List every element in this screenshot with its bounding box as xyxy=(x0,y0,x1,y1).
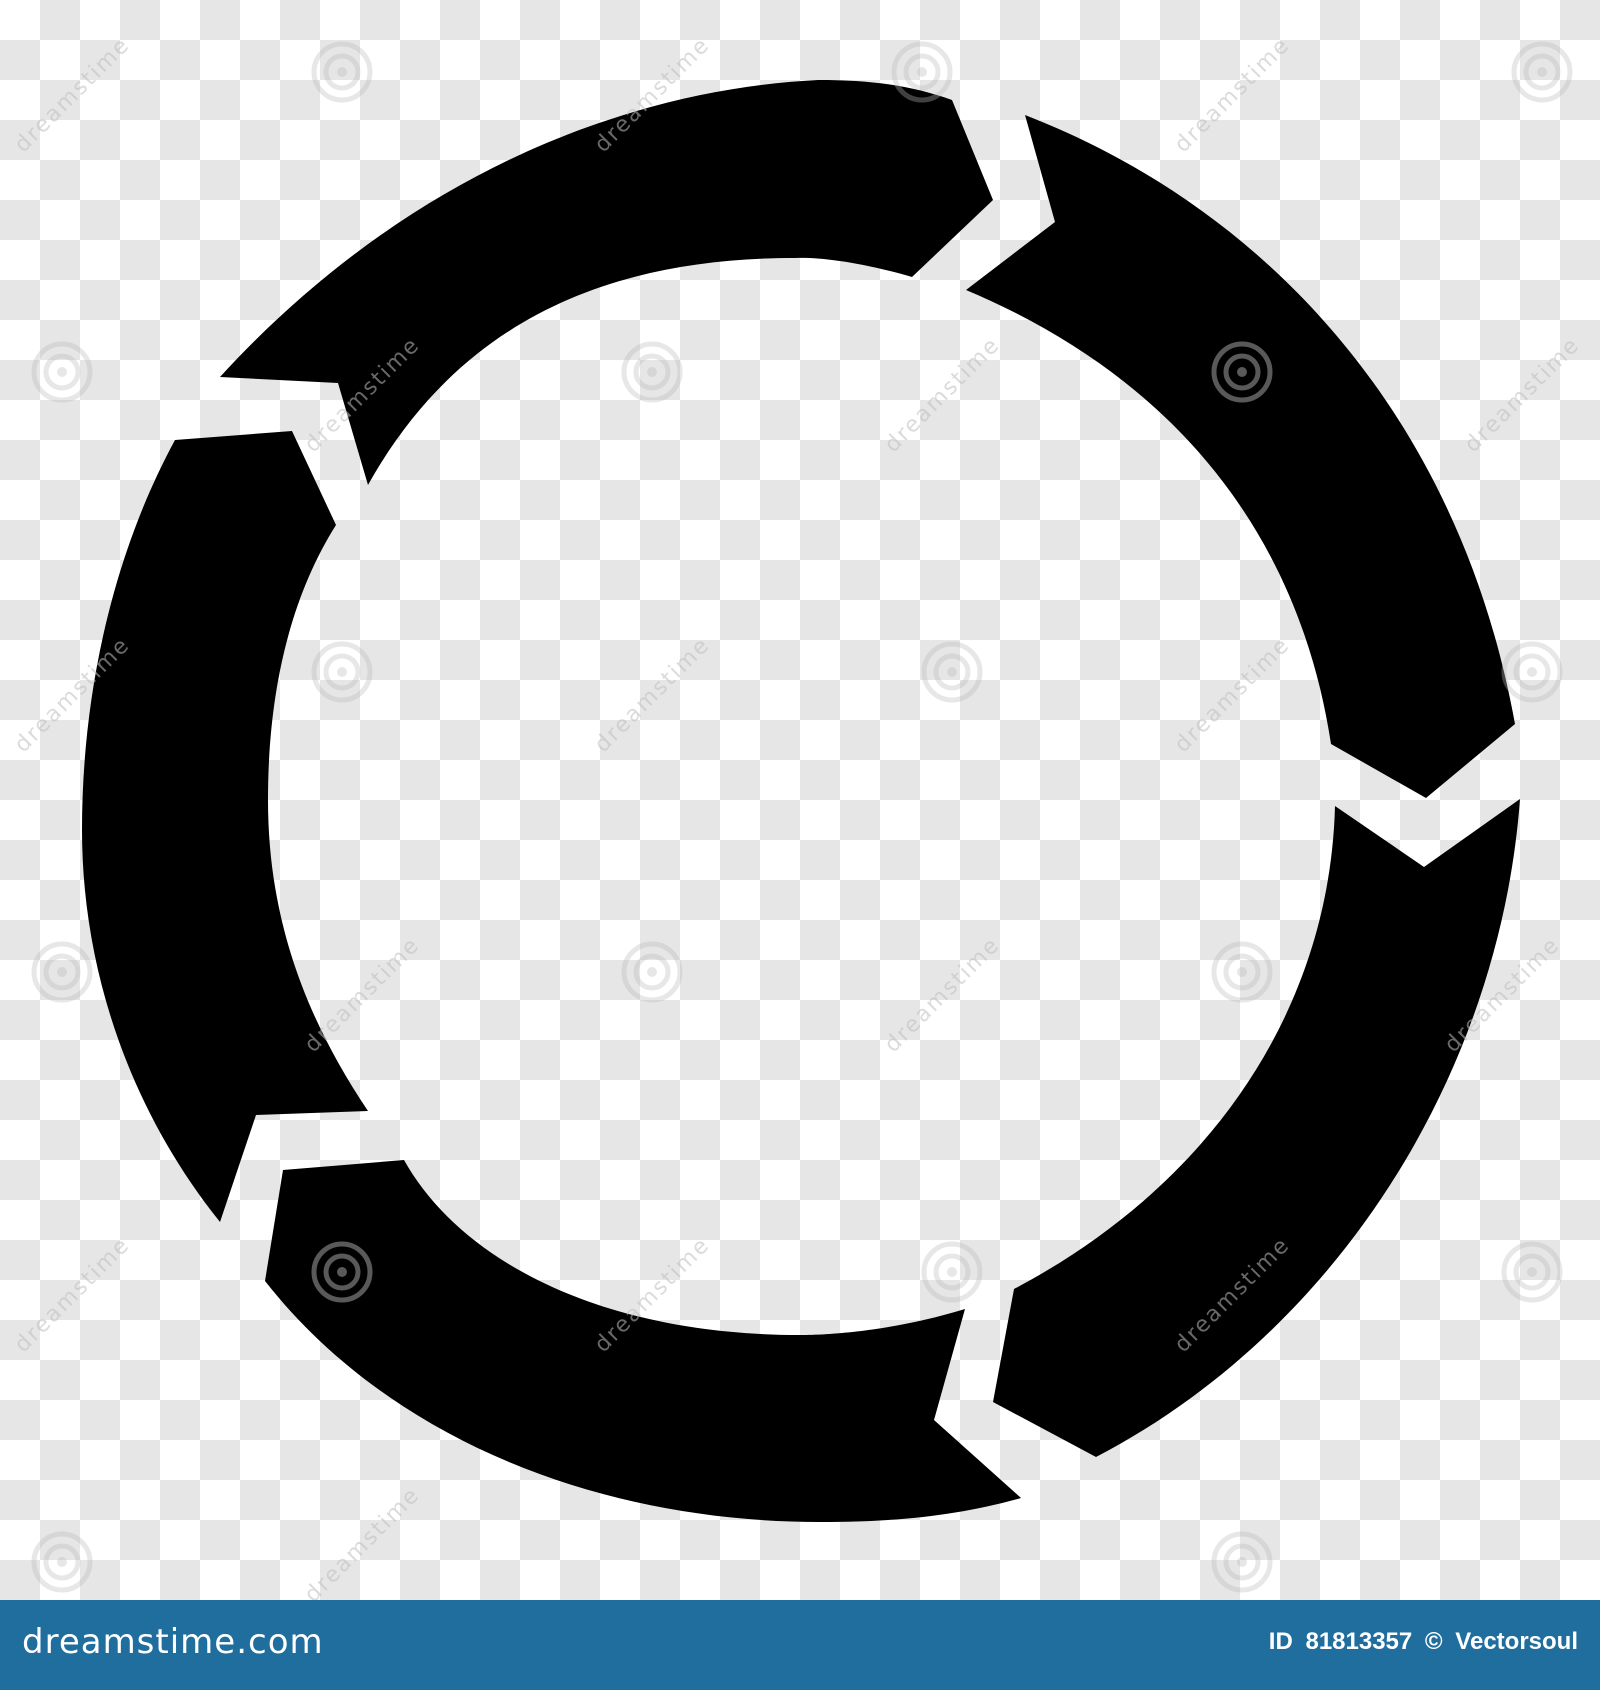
brand-logo-text[interactable]: dreamstime.com xyxy=(22,1622,324,1662)
id-label: ID xyxy=(1268,1628,1293,1655)
author-name: Vectorsoul xyxy=(1455,1628,1578,1655)
spiral-logo-icon xyxy=(891,41,953,103)
arrow-segment-top xyxy=(220,80,993,485)
spiral-logo-icon xyxy=(311,1241,373,1303)
spiral-logo-icon xyxy=(1211,941,1273,1003)
circular-arrows-icon xyxy=(82,80,1520,1522)
spiral-logo-icon xyxy=(31,941,93,1003)
spiral-logo-icon xyxy=(1501,641,1563,703)
arrow-segment-right-upper xyxy=(966,115,1515,798)
spiral-logo-icon xyxy=(621,341,683,403)
spiral-logo-icon xyxy=(311,641,373,703)
footer-bar: dreamstime.com ID 81813357 © Vectorsoul xyxy=(0,1600,1600,1690)
spiral-logo-icon xyxy=(921,641,983,703)
arrow-segment-left xyxy=(82,431,368,1222)
spiral-logo-icon xyxy=(1211,341,1273,403)
spiral-logo-icon xyxy=(1501,1241,1563,1303)
transparent-checkerboard: dreamstime dreamstime dreamstime dreamst… xyxy=(0,0,1600,1600)
spiral-logo-icon xyxy=(31,341,93,403)
arrow-segment-bottom xyxy=(265,1160,1021,1522)
image-id: 81813357 xyxy=(1305,1628,1413,1655)
spiral-logo-icon xyxy=(31,1531,93,1593)
image-credit: ID 81813357 © Vectorsoul xyxy=(1263,1628,1578,1656)
spiral-logo-icon xyxy=(921,1241,983,1303)
spiral-logo-icon xyxy=(1211,1531,1273,1593)
spiral-logo-icon xyxy=(621,941,683,1003)
spiral-logo-icon xyxy=(311,41,373,103)
spiral-logo-icon xyxy=(1511,41,1573,103)
copyright-symbol: © xyxy=(1424,1628,1443,1655)
arrow-segment-right-lower xyxy=(993,799,1520,1457)
